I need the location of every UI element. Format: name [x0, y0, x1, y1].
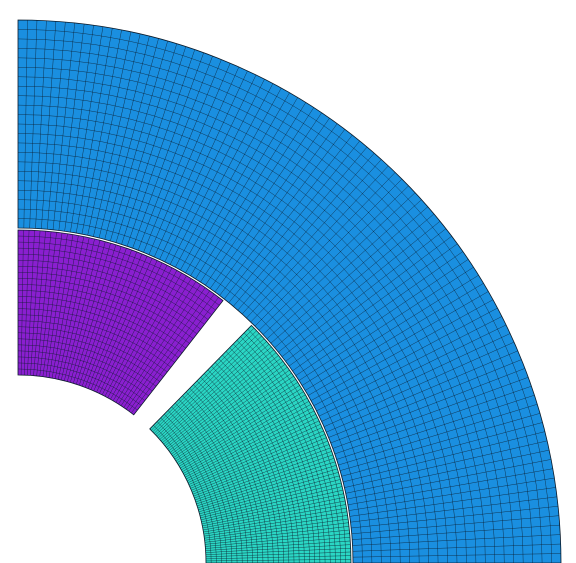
inner-lower-sector-fill	[149, 324, 352, 563]
inner-upper-sector-grid-lines	[17, 230, 220, 414]
inner-lower-sector-mesh	[149, 324, 352, 563]
inner-upper-sector-fill	[17, 229, 224, 416]
outer-ring-grid-lines	[17, 20, 561, 563]
inner-lower-sector-grid-lines	[151, 327, 351, 563]
outer-ring-mesh	[17, 19, 562, 563]
inner-upper-sector-mesh	[17, 229, 224, 416]
